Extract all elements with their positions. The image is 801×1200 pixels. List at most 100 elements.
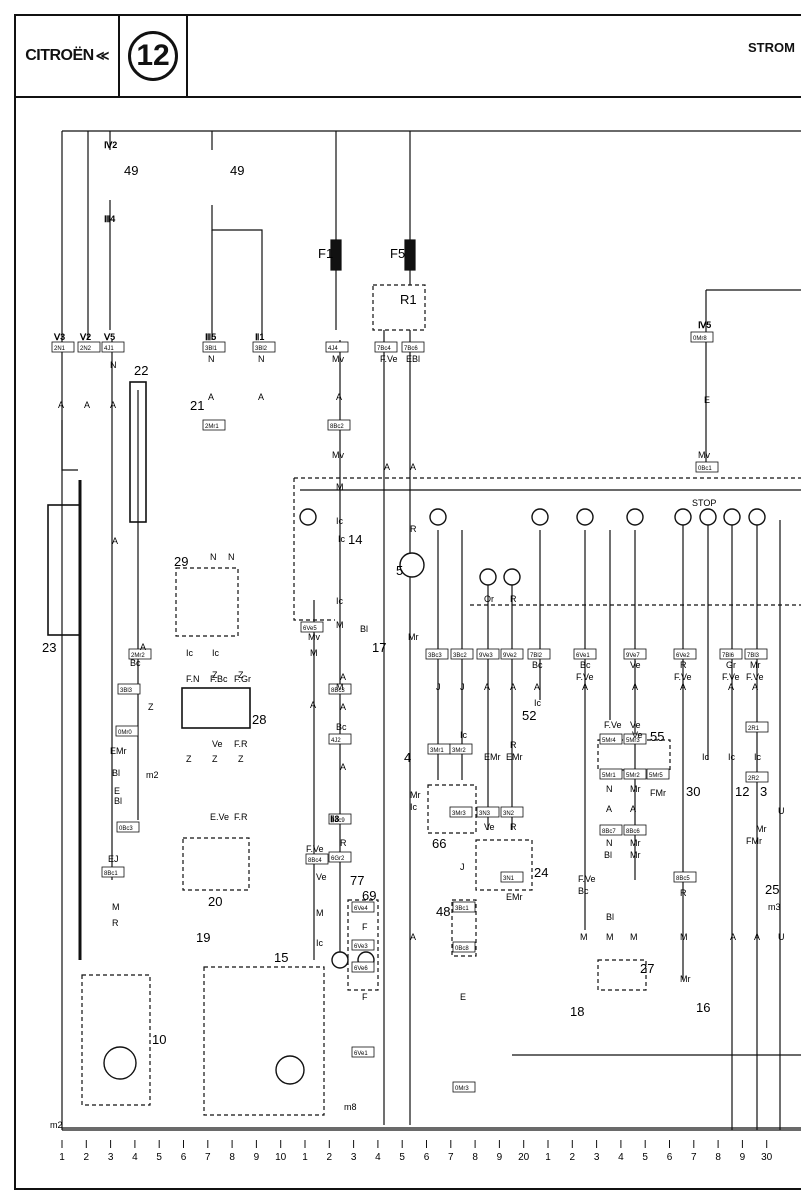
roman-reference: Ⅳ2 xyxy=(104,140,117,150)
wire-label: Bc xyxy=(336,722,347,732)
component-label: 12 xyxy=(735,784,749,799)
wire-label: A xyxy=(754,932,760,942)
wire-label: Ic xyxy=(316,938,324,948)
wire-label: F.Ve xyxy=(604,720,622,730)
wire-label: Z xyxy=(238,754,244,764)
grid-number: 1 xyxy=(59,1152,65,1163)
wire-label: F.Bc xyxy=(210,674,228,684)
wire-label: Mr xyxy=(630,838,641,848)
connector-label: 9Ve7 xyxy=(626,653,640,659)
wire-label: R xyxy=(510,594,517,604)
grid-number: 6 xyxy=(667,1152,673,1163)
connector-label: 3Bc3 xyxy=(428,653,442,659)
component-label: 49 xyxy=(230,163,244,178)
wire-label: Bc xyxy=(578,886,589,896)
connector-label: 8Bc2 xyxy=(330,424,344,430)
grid-number: 8 xyxy=(229,1152,235,1163)
connector-label: 8Bc1 xyxy=(104,871,118,877)
connector-label: 0Bc1 xyxy=(698,466,712,472)
connector-label: 0Bc3 xyxy=(119,826,133,832)
grid-number: 2 xyxy=(570,1152,576,1163)
connector-label: 3Bl1 xyxy=(205,346,218,352)
connector-box xyxy=(623,648,647,660)
connector-label: 3Mr1 xyxy=(430,748,444,754)
connector-label: 6Ve2 xyxy=(676,653,690,659)
wire-label: Ve xyxy=(630,720,641,730)
wire-label: A xyxy=(606,804,612,814)
wire-label: A xyxy=(410,462,416,472)
connector-label: 5Mr2 xyxy=(626,773,640,779)
wire-label: A xyxy=(58,400,64,410)
connector-box xyxy=(695,461,719,473)
grid-number: 8 xyxy=(472,1152,478,1163)
component-label: 20 xyxy=(208,894,222,909)
connector-label: 3Bl3 xyxy=(120,688,133,694)
wire-label: Ic xyxy=(460,730,468,740)
wire-label: Mv xyxy=(332,354,344,364)
wire-label: N xyxy=(606,784,613,794)
wire-label: E xyxy=(114,786,120,796)
wire-label: Z xyxy=(238,670,244,680)
wire-label: A xyxy=(340,762,346,772)
wire-label: A xyxy=(336,392,342,402)
wire-label: M xyxy=(580,932,588,942)
wire-label: Z xyxy=(186,754,192,764)
wire-label: Ic xyxy=(186,648,194,658)
grid-number: 5 xyxy=(642,1152,648,1163)
connector-box xyxy=(252,341,276,353)
brand-logo: CITROËN ≪ xyxy=(14,14,120,98)
wire-label: Bl xyxy=(606,912,614,922)
connector-label: 0Mr3 xyxy=(455,1086,469,1092)
component-label: 25 xyxy=(765,882,779,897)
wire-label: Ic xyxy=(754,752,762,762)
wire-label: Mv xyxy=(698,450,710,460)
connector-box xyxy=(101,866,125,878)
connector-label: 7Bl2 xyxy=(530,653,543,659)
connector-box xyxy=(500,806,524,818)
wire-label: M xyxy=(316,908,324,918)
wire-label: A xyxy=(632,682,638,692)
component-label: 10 xyxy=(152,1032,166,1047)
connector-label: 6Ve5 xyxy=(303,626,317,632)
component-label: 77 xyxy=(350,873,364,888)
wire-label: Gr xyxy=(726,660,736,670)
wire-label: U xyxy=(778,932,785,942)
wire-label: N xyxy=(208,354,215,364)
connector-box xyxy=(690,331,714,343)
wire-label: A xyxy=(680,682,686,692)
component-label: 18 xyxy=(570,1004,584,1019)
roman-reference: Ⅴ2 xyxy=(79,332,91,342)
wire-label: M xyxy=(606,932,614,942)
connector-label: 3Mr3 xyxy=(452,811,466,817)
connector-box xyxy=(573,648,597,660)
component-label: 48 xyxy=(436,904,450,919)
connector-box xyxy=(325,341,349,353)
wire-label: Ic xyxy=(702,752,710,762)
wire-label: J xyxy=(436,682,441,692)
wire-label: Mr xyxy=(756,824,767,834)
connector-label: 8Bc3 xyxy=(331,688,345,694)
wire-label: E.Ve xyxy=(210,812,229,822)
connector-box xyxy=(599,824,623,836)
grid-number: 9 xyxy=(497,1152,503,1163)
wire-label: Ic xyxy=(534,698,542,708)
wire-label: Bl xyxy=(360,624,368,634)
wire-label: A xyxy=(140,642,146,652)
component-label: 27 xyxy=(640,961,654,976)
roman-reference: Ⅴ3 xyxy=(53,332,65,342)
connector-box xyxy=(623,733,647,745)
grid-number: 4 xyxy=(132,1152,138,1163)
wire-label: N xyxy=(210,552,217,562)
wire-label: A xyxy=(410,932,416,942)
connector-label: 3N3 xyxy=(479,811,491,817)
wire-label: A xyxy=(582,682,588,692)
wire-label: EMr xyxy=(110,746,127,756)
connector-box xyxy=(673,648,697,660)
wire-label: Mr xyxy=(408,632,419,642)
connector-label: 8Bc5 xyxy=(676,876,690,882)
wire-label: A xyxy=(112,536,118,546)
wire-label: Mr xyxy=(680,974,691,984)
wire-label: Or xyxy=(484,594,494,604)
component-label: 4 xyxy=(404,750,411,765)
